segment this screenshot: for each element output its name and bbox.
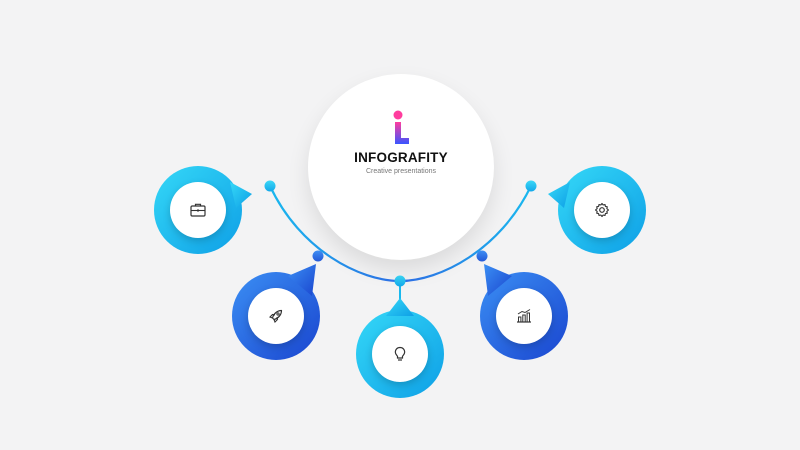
connector-dot-right [525, 180, 537, 192]
node-inner-circle [170, 182, 226, 238]
node-inner-circle [248, 288, 304, 344]
brand-logo-icon [393, 110, 409, 144]
node-rocket [230, 264, 322, 362]
node-inner-circle [496, 288, 552, 344]
rocket-icon [269, 309, 283, 323]
connector-dot-left-mid [312, 250, 324, 262]
gear-icon [594, 202, 610, 218]
node-inner-circle [574, 182, 630, 238]
connector-dot-bottom [394, 275, 406, 287]
connector-dot-right-mid [476, 250, 488, 262]
lightbulb-icon [394, 346, 406, 361]
bar-chart-icon [517, 309, 531, 323]
node-inner-circle [372, 326, 428, 382]
node-chart [478, 264, 570, 362]
brand-title: INFOGRAFITY [354, 150, 448, 165]
briefcase-icon [190, 203, 206, 217]
brand-subtitle: Creative presentations [365, 168, 437, 175]
node-lightbulb [354, 298, 446, 400]
node-gear [548, 164, 648, 256]
center-brand-circle: INFOGRAFITY Creative presentations [308, 74, 494, 260]
node-briefcase [152, 164, 252, 256]
connector-dot-left [264, 180, 276, 192]
